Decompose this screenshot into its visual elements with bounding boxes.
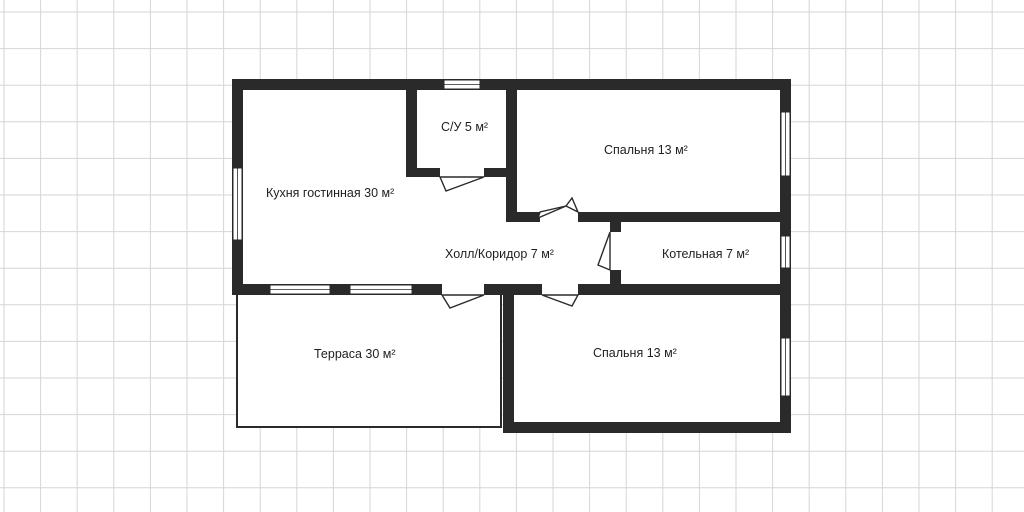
room-labels: Кухня гостинная 30 м² С/У 5 м² Спальня 1… [266,120,749,361]
label-kitchen: Кухня гостинная 30 м² [266,186,394,200]
doors [438,176,611,309]
label-terrace: Терраса 30 м² [314,347,396,361]
label-boiler: Котельная 7 м² [662,247,749,261]
label-bedroom-bottom: Спальня 13 м² [593,346,677,360]
label-hall: Холл/Коридор 7 м² [445,247,554,261]
label-bedroom-top: Спальня 13 м² [604,143,688,157]
inner-walls [232,79,791,295]
label-bathroom: С/У 5 м² [441,120,488,134]
terrace-outline [236,289,502,428]
bedroom-bottom-interior [503,285,791,433]
windows [232,79,791,397]
